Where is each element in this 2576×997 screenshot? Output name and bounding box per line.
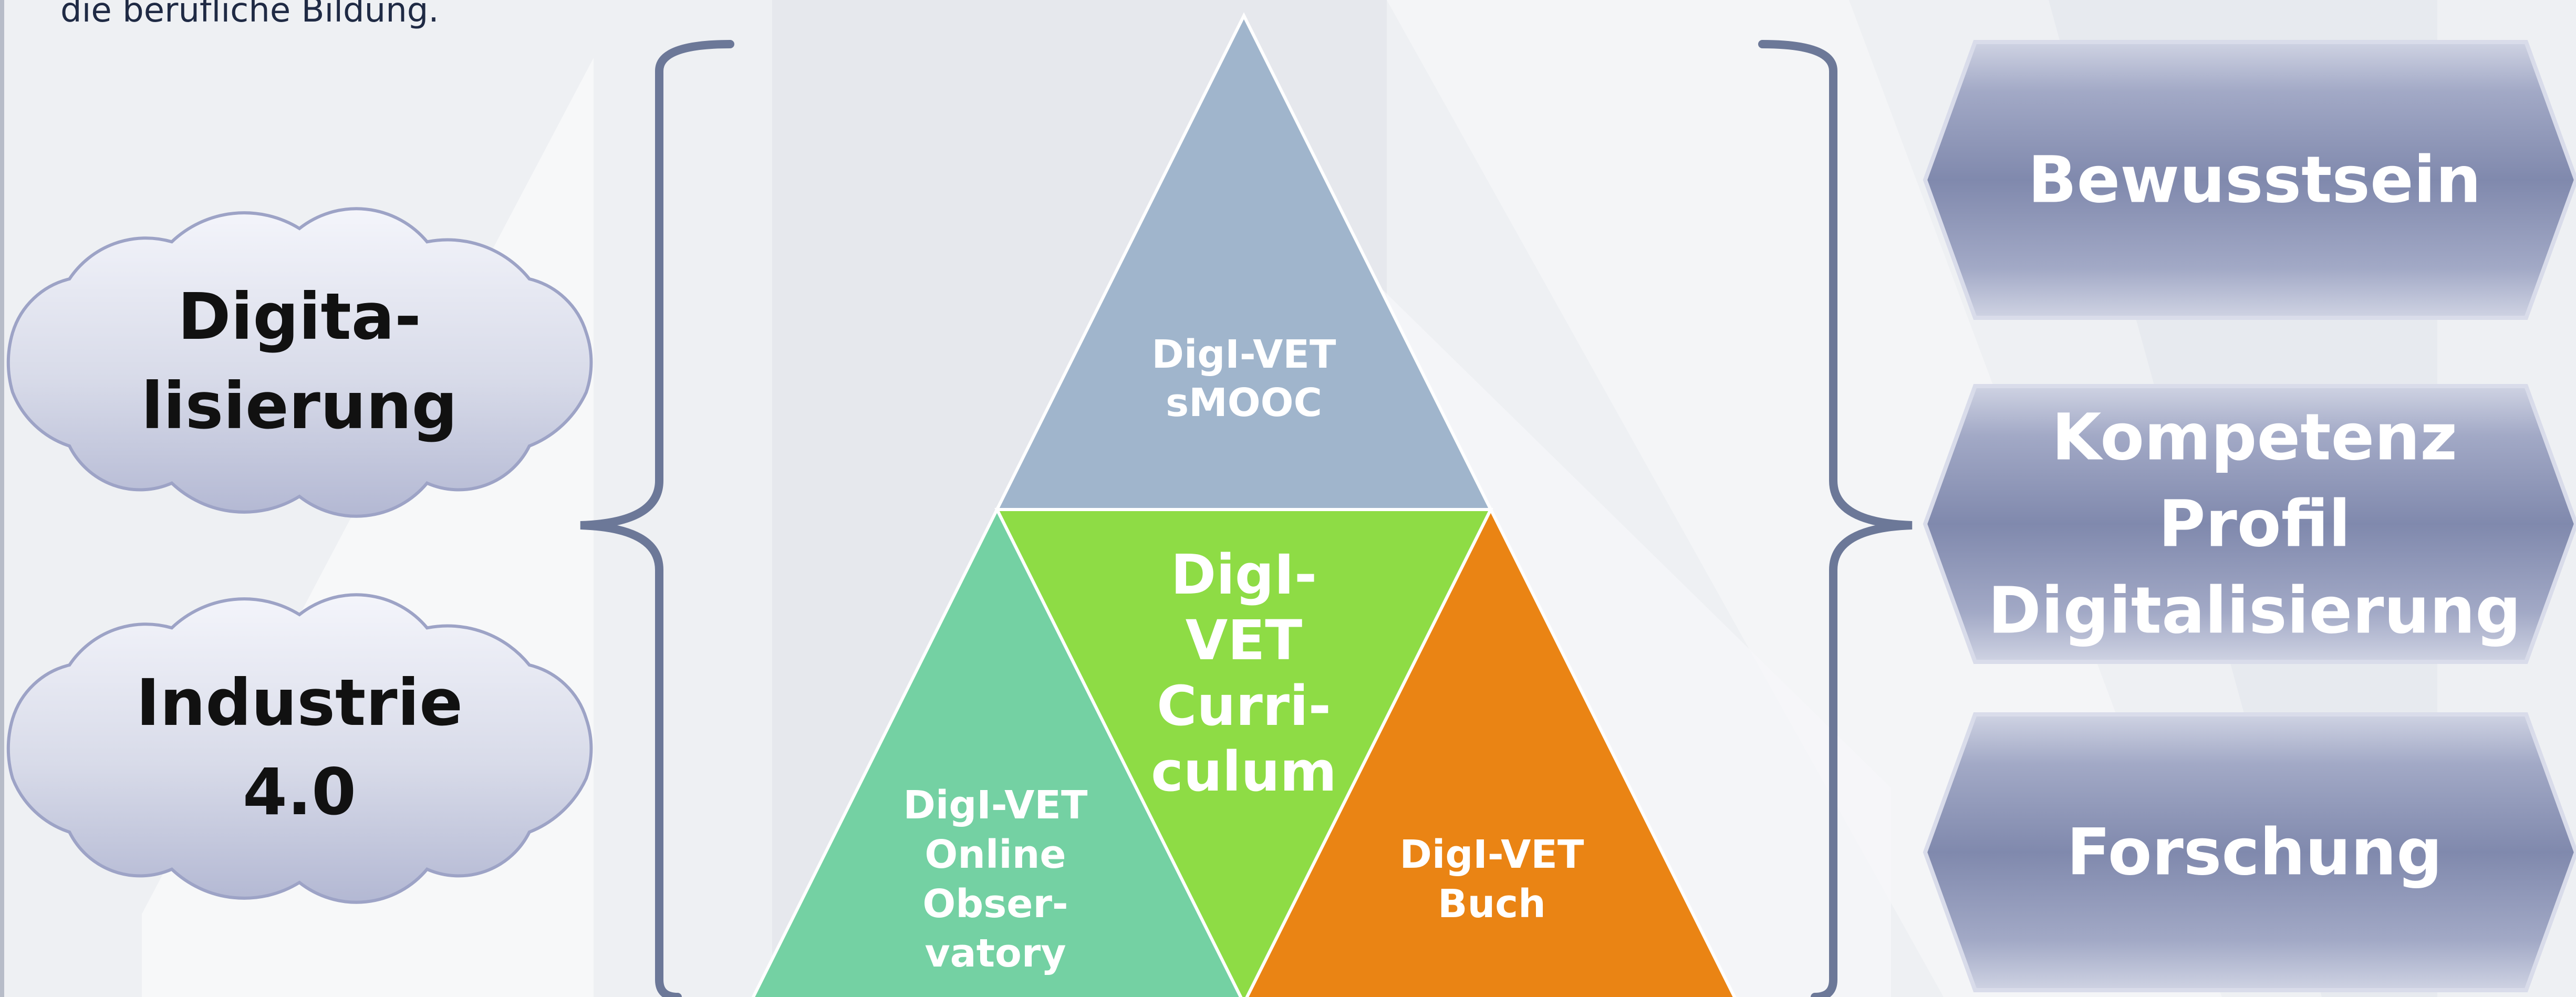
cloud-digitalisierung-shape xyxy=(6,207,593,518)
pyramid-left-label-line-4: vatory xyxy=(925,931,1066,976)
pyramid-labels: DigI-VETsMOOCDigI-VETCurri-culumDigI-VET… xyxy=(903,332,1584,976)
cloud-digitalisierung: Digita-lisierung xyxy=(6,207,593,518)
left-bracket xyxy=(580,40,734,997)
pyramid-right-label-line-1: DigI-VET xyxy=(1400,832,1584,877)
hexagon-forschung: Forschung xyxy=(1923,712,2576,992)
pyramid-top-label-line-1: DigI-VET xyxy=(1152,332,1336,377)
intro-text-line: die berufliche Bildung. xyxy=(60,0,439,30)
pyramid-center-label-line-3: Curri- xyxy=(1157,674,1331,738)
pyramid-center-label-line-2: VET xyxy=(1186,608,1303,672)
hexagon-kompetenz-profil-label-line-1: Kompetenz xyxy=(2052,400,2457,475)
right-bracket xyxy=(1758,40,1913,997)
cloud-digitalisierung-label-line-2: lisierung xyxy=(141,369,458,443)
hexagon-bewusstsein: Bewusstsein xyxy=(1923,40,2576,320)
pyramid-top-label-line-2: sMOOC xyxy=(1166,380,1322,425)
cloud-digitalisierung-label-line-1: Digita- xyxy=(178,279,421,354)
hexagon-group: BewusstseinKompetenzProfilDigitalisierun… xyxy=(1923,40,2576,992)
cloud-industrie-shape xyxy=(6,593,593,904)
hexagon-kompetenz-profil-label-line-2: Profil xyxy=(2158,487,2351,562)
pyramid xyxy=(751,12,1737,997)
pyramid-right-label-line-2: Buch xyxy=(1438,881,1546,927)
hexagon-kompetenz-profil-label-line-3: Digitalisierung xyxy=(1988,574,2521,648)
hexagon-forschung-shape xyxy=(1923,712,2576,992)
pyramid-left-label-line-2: Online xyxy=(925,832,1066,877)
pyramid-left-triangle xyxy=(751,506,1243,997)
hexagon-bewusstsein-label-line-1: Bewusstsein xyxy=(2028,143,2481,217)
cloud-industrie: Industrie 4.0 xyxy=(6,593,593,904)
hexagon-bewusstsein-shape xyxy=(1923,40,2576,320)
pyramid-center-label-line-1: DigI- xyxy=(1171,543,1317,607)
cloud-industrie-label-line-1: Industrie xyxy=(136,666,463,740)
pyramid-left-label-line-1: DigI-VET xyxy=(903,783,1088,828)
pyramid-center-label-line-4: culum xyxy=(1151,740,1337,804)
cloud-industrie-label-line-2: 4.0 xyxy=(243,755,356,829)
hexagon-kompetenz-profil-shape xyxy=(1923,384,2576,664)
hexagon-forschung-label-line-1: Forschung xyxy=(2066,815,2442,890)
pyramid-left-label-line-3: Obser- xyxy=(922,881,1068,927)
left-edge-bar xyxy=(0,0,4,997)
pyramid-right-triangle xyxy=(1245,506,1737,997)
